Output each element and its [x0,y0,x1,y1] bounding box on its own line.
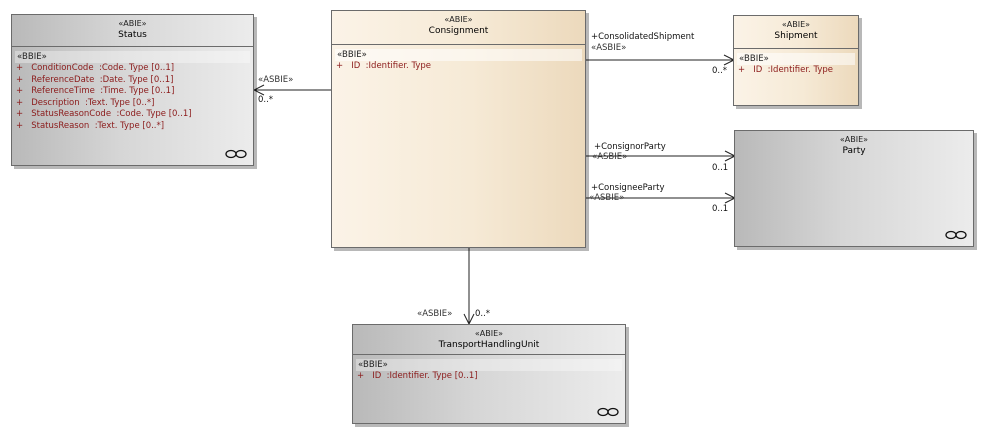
consignor-assoc-role: +ConsignorParty [594,142,666,152]
thu-assoc-multiplicity: 0..* [475,309,491,319]
class-party[interactable]: «ABIE» Party [734,130,974,247]
class-party-header: «ABIE» Party [735,131,973,158]
status-attr-condition-code[interactable]: + ConditionCode :Code. Type [0..1] [16,63,175,73]
class-party-name: Party [842,146,866,156]
infinity-link-icon [945,230,967,240]
consolidated-shipment-association [586,54,736,66]
class-transport-handling-unit[interactable]: «ABIE» TransportHandlingUnit «BBIE» + ID… [352,324,626,424]
class-shipment-header: «ABIE» Shipment [734,16,858,49]
status-arrowhead-icon [252,84,265,96]
consignment-attr-id[interactable]: + ID :Identifier. Type [336,61,431,71]
class-thu-stereotype: «ABIE» [474,329,504,338]
class-status[interactable]: «ABIE» Status «BBIE» + ConditionCode :Co… [11,14,254,166]
class-consignment-header: «ABIE» Consignment [332,11,585,45]
class-status-header: «ABIE» Status [12,15,253,47]
status-assoc-stereotype: «ASBIE» [258,75,294,85]
class-thu-name: TransportHandlingUnit [438,340,540,350]
status-attr-status-reason[interactable]: + StatusReason :Text. Type [0..*] [16,120,165,131]
status-attr-reference-time[interactable]: + ReferenceTime :Time. Type [0..1] [16,86,175,97]
class-shipment[interactable]: «ABIE» Shipment «BBIE» + ID :Identifier.… [733,15,859,106]
shipment-assoc-stereotype: «ASBIE» [591,43,627,53]
class-status-name: Status [118,30,147,40]
class-consignment-stereotype: «ABIE» [444,15,473,24]
consignee-assoc-role: +ConsigneeParty [591,183,665,193]
consignor-assoc-multiplicity: 0..1 [712,163,729,173]
status-attr-reference-date[interactable]: + ReferenceDate :Date. Type [0..1] [16,74,174,85]
class-consignment-section: «BBIE» [335,49,582,61]
transport-handling-unit-association [463,248,475,326]
status-association [252,84,332,96]
thu-assoc-stereotype: «ASBIE» [417,309,453,319]
consignee-assoc-stereotype: «ASBIE» [589,193,625,203]
consignor-assoc-stereotype: «ASBIE» [592,152,628,162]
status-attr-status-reason-code[interactable]: + StatusReasonCode :Code. Type [0..1] [16,109,192,120]
infinity-link-icon [225,149,247,159]
class-consignment[interactable]: «ABIE» Consignment «BBIE» + ID :Identifi… [331,10,586,248]
class-status-section: «BBIE» [15,51,250,63]
class-shipment-name: Shipment [774,31,818,41]
class-status-stereotype: «ABIE» [118,19,147,28]
class-thu-section: «BBIE» [356,359,622,371]
class-consignment-name: Consignment [428,26,489,36]
class-shipment-section: «BBIE» [737,53,855,65]
shipment-assoc-role: +ConsolidatedShipment [591,32,695,42]
class-shipment-stereotype: «ABIE» [781,20,811,29]
class-thu-header: «ABIE» TransportHandlingUnit [353,325,625,355]
thu-attr-id[interactable]: + ID :Identifier. Type [0..1] [357,371,478,381]
class-party-stereotype: «ABIE» [839,135,869,144]
status-assoc-multiplicity: 0..* [258,95,274,105]
shipment-assoc-multiplicity: 0..* [712,66,728,76]
status-attr-description[interactable]: + Description :Text. Type [0..*] [16,97,155,108]
infinity-link-icon [597,407,619,417]
shipment-attr-id[interactable]: + ID :Identifier. Type [738,65,833,75]
consignee-assoc-multiplicity: 0..1 [712,204,729,214]
